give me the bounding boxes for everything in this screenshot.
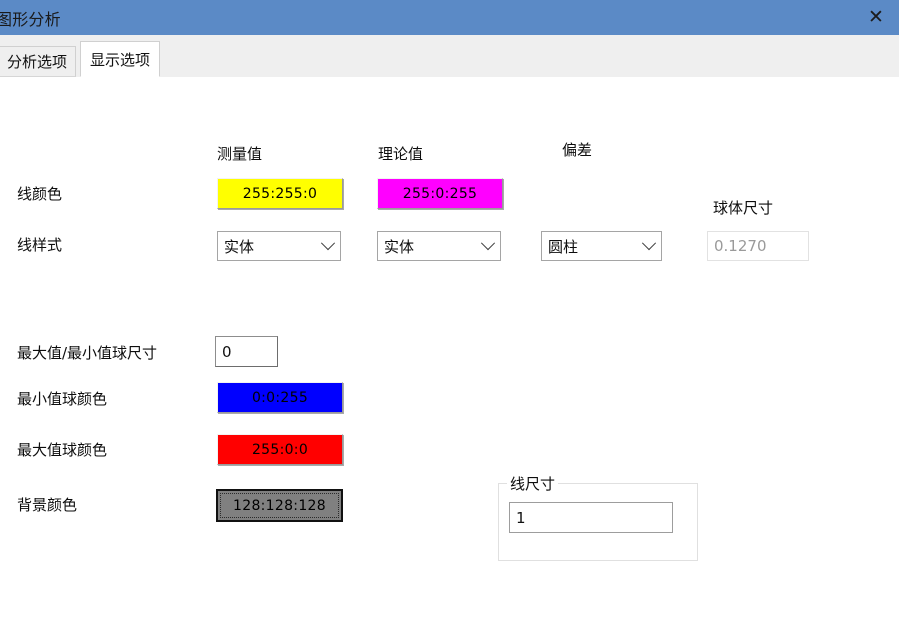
min-sphere-color-label: 最小值球颜色 xyxy=(17,390,108,408)
max-sphere-color-button[interactable]: 255:0:0 xyxy=(217,434,343,465)
measured-line-color-value: 255:255:0 xyxy=(242,185,318,202)
measured-line-style-value: 实体 xyxy=(224,237,255,256)
tab-analysis-options[interactable]: 分析选项 xyxy=(0,46,77,77)
window-title: 图形分析 xyxy=(0,9,61,29)
column-header-theoretical: 理论值 xyxy=(378,145,424,163)
background-color-button[interactable]: 128:128:128 xyxy=(216,489,343,522)
display-options-panel: 测量值 理论值 偏差 线颜色 线样式 球体尺寸 最大值/最小值球尺寸 最小值球颜… xyxy=(0,77,899,640)
line-size-input[interactable]: 1 xyxy=(509,502,673,533)
tab-display-options-label: 显示选项 xyxy=(90,50,151,69)
deviation-style-value: 圆柱 xyxy=(548,237,579,256)
sphere-size-value: 0.1270 xyxy=(714,237,767,255)
column-header-measured: 测量值 xyxy=(217,145,263,163)
deviation-style-select[interactable]: 圆柱 xyxy=(541,231,662,261)
sphere-size-input[interactable]: 0.1270 xyxy=(707,231,809,261)
line-size-value: 1 xyxy=(516,508,526,527)
tab-analysis-options-label: 分析选项 xyxy=(7,53,68,71)
max-sphere-color-label: 最大值球颜色 xyxy=(17,441,108,459)
minmax-sphere-size-input[interactable]: 0 xyxy=(215,336,278,367)
measured-line-style-select[interactable]: 实体 xyxy=(217,231,341,261)
measured-line-color-button[interactable]: 255:255:0 xyxy=(217,178,343,209)
max-sphere-color-value: 255:0:0 xyxy=(251,441,309,458)
tab-strip: 分析选项 显示选项 xyxy=(0,35,899,78)
line-style-label: 线样式 xyxy=(17,236,63,254)
background-color-value: 128:128:128 xyxy=(233,497,326,514)
sphere-size-label: 球体尺寸 xyxy=(713,199,774,217)
min-sphere-color-button[interactable]: 0:0:255 xyxy=(217,382,343,413)
chevron-down-icon xyxy=(316,236,340,251)
theoretical-line-color-button[interactable]: 255:0:255 xyxy=(377,178,503,209)
theoretical-line-style-value: 实体 xyxy=(384,237,415,256)
window-titlebar: 图形分析 ✕ xyxy=(0,0,899,35)
close-icon[interactable]: ✕ xyxy=(868,6,884,28)
min-sphere-color-value: 0:0:255 xyxy=(251,389,309,406)
line-color-label: 线颜色 xyxy=(17,185,63,203)
tab-display-options[interactable]: 显示选项 xyxy=(80,41,161,77)
theoretical-line-style-select[interactable]: 实体 xyxy=(377,231,501,261)
theoretical-line-color-value: 255:0:255 xyxy=(402,185,478,202)
chevron-down-icon xyxy=(637,236,661,251)
chevron-down-icon xyxy=(476,236,500,251)
minmax-sphere-size-label: 最大值/最小值球尺寸 xyxy=(17,344,158,362)
background-color-label: 背景颜色 xyxy=(17,496,78,514)
line-size-legend: 线尺寸 xyxy=(507,473,559,494)
minmax-sphere-size-value: 0 xyxy=(222,342,232,361)
column-header-deviation: 偏差 xyxy=(562,141,593,159)
line-size-groupbox: 线尺寸 1 xyxy=(498,473,698,561)
